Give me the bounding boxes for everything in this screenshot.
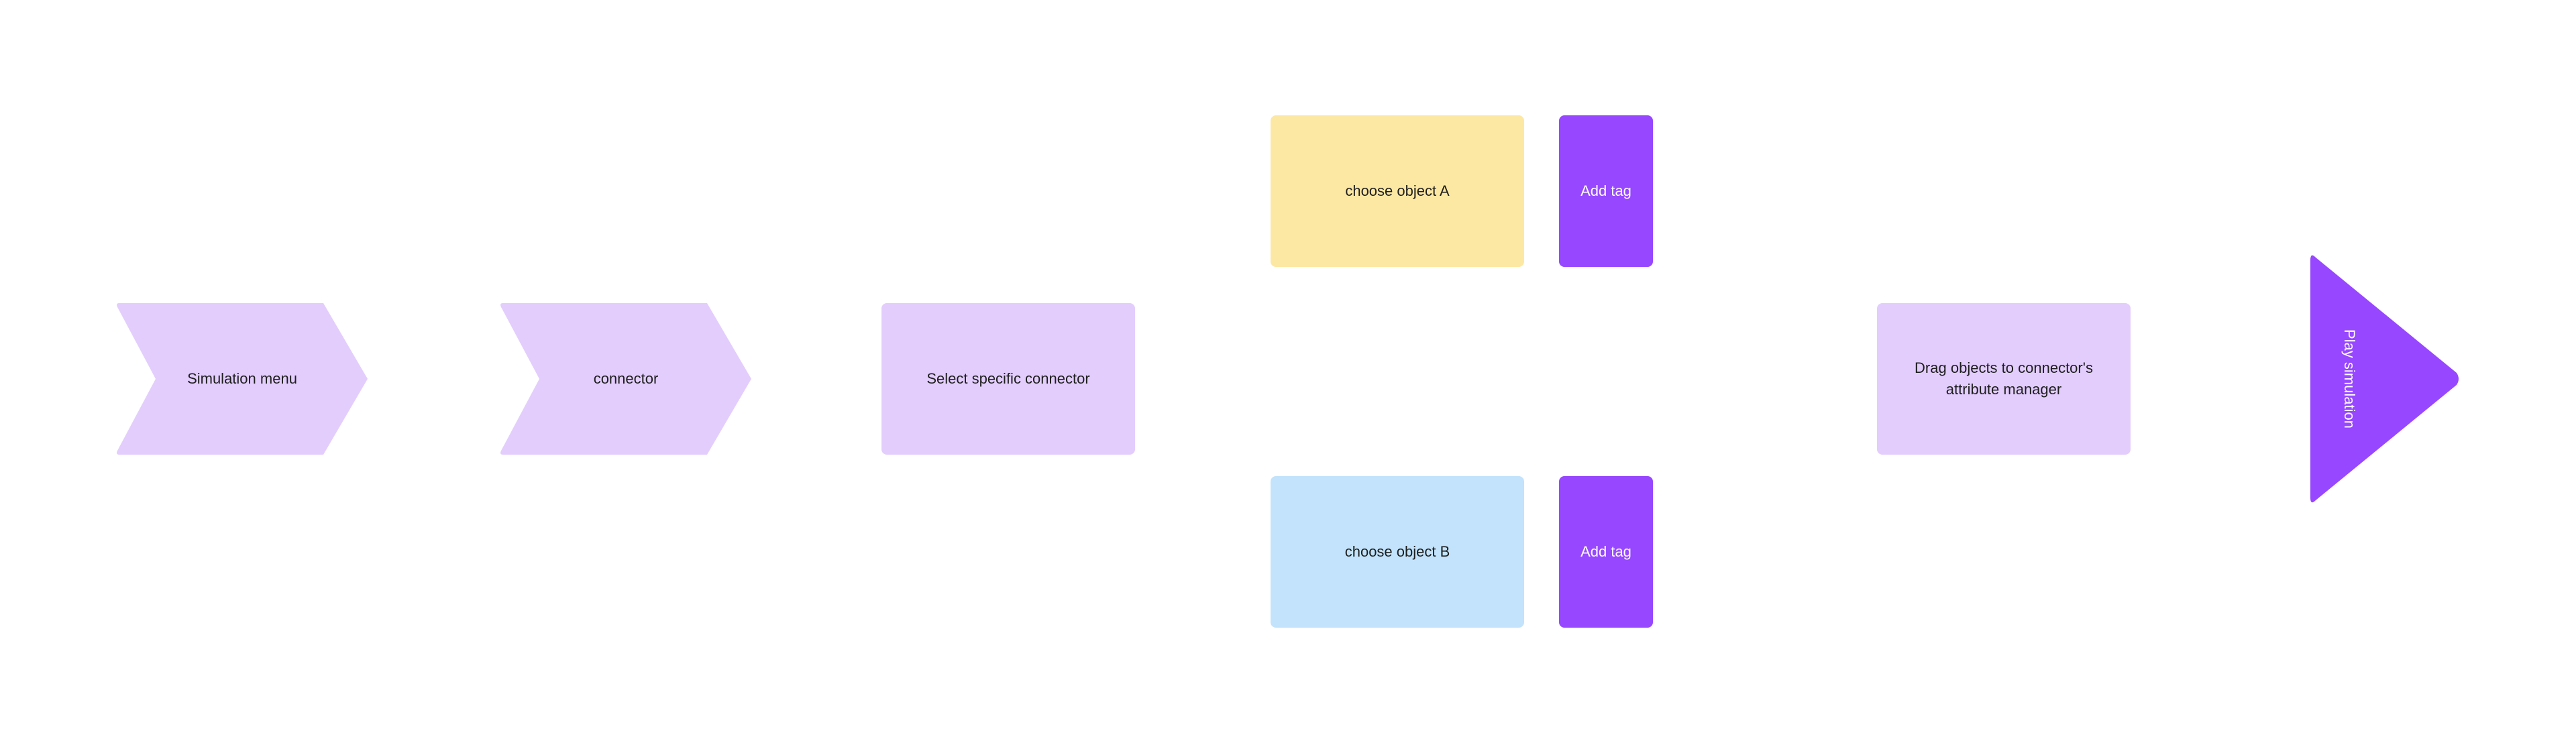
box-drag-objects[interactable]: Drag objects to connector's attribute ma…: [1877, 303, 2131, 455]
chevron-shape: [500, 303, 751, 455]
triangle-shape: [2310, 255, 2459, 503]
box-choose-object-b[interactable]: choose object B: [1271, 476, 1524, 628]
chevron-label: connector: [593, 370, 659, 387]
chevron-label: Simulation menu: [187, 370, 297, 387]
triangle-label: Play simulation: [2341, 329, 2358, 428]
chevron-shape: [117, 303, 368, 455]
chevron-connector[interactable]: connector: [498, 303, 754, 455]
triangle-play-simulation[interactable]: Play simulation: [2308, 251, 2462, 507]
box-add-tag-b[interactable]: Add tag: [1559, 476, 1653, 628]
box-select-specific-connector[interactable]: Select specific connector: [881, 303, 1135, 455]
box-add-tag-a[interactable]: Add tag: [1559, 115, 1653, 267]
box-choose-object-a[interactable]: choose object A: [1271, 115, 1524, 267]
chevron-simulation-menu[interactable]: Simulation menu: [114, 303, 370, 455]
